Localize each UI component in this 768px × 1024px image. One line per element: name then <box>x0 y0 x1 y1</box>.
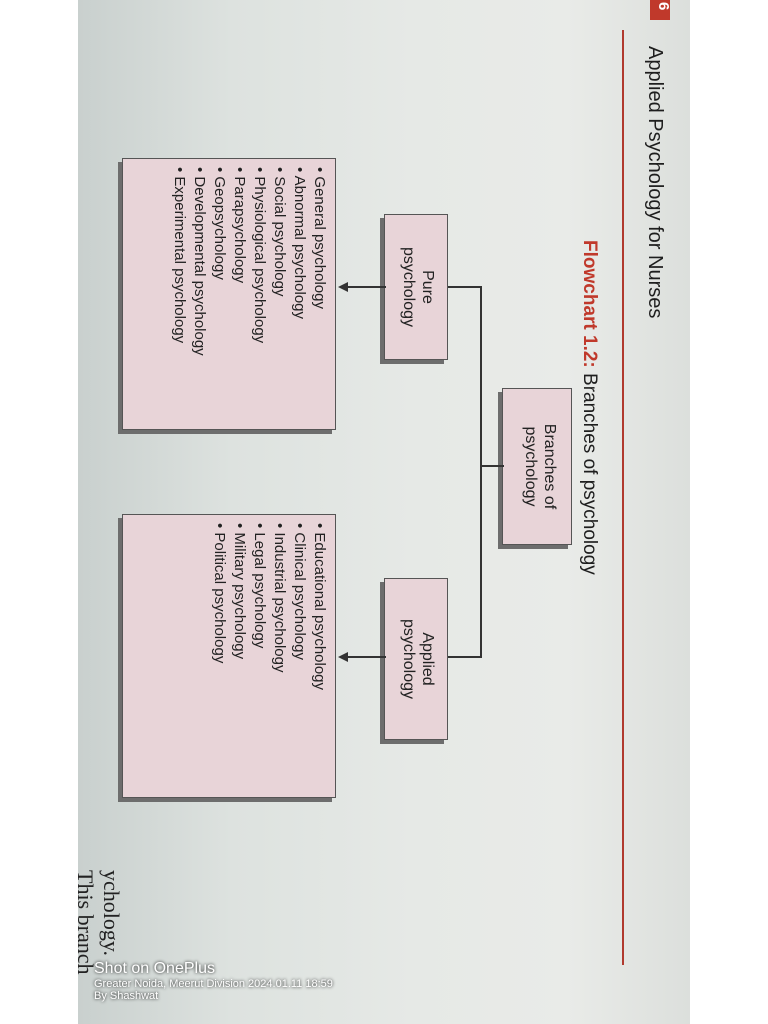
page-number: 6 <box>655 2 672 11</box>
header-rule <box>622 30 624 965</box>
root-stem <box>482 465 504 467</box>
flowchart-caption: Flowchart 1.2: Branches of psychology <box>578 240 600 575</box>
list-item: • General psychology <box>311 167 328 309</box>
list-item: • Parapsychology <box>231 167 248 284</box>
root-node: Branches of psychology <box>502 388 572 545</box>
rotated-book-page: 6 Applied Psychology for Nurses Flowchar… <box>73 0 672 990</box>
applied-arrow-icon <box>338 652 348 662</box>
list-item: • Geopsychology <box>211 167 228 280</box>
list-item: • Legal psychology <box>251 523 268 649</box>
branch-bar <box>480 286 482 656</box>
list-item: • Developmental psychology <box>191 167 208 356</box>
pure-psychology-label: Pure psychology <box>400 246 436 328</box>
list-item: • Educational psychology <box>311 523 328 691</box>
pure-psychology-list: • General psychology• Abnormal psycholog… <box>122 158 336 430</box>
photo-left-margin <box>0 0 78 1024</box>
pure-psychology-node: Pure psychology <box>384 214 448 360</box>
flowchart-label: Flowchart 1.2: <box>579 240 600 368</box>
pure-drop <box>346 286 386 288</box>
list-item: • Abnormal psychology <box>291 167 308 319</box>
applied-drop <box>346 656 386 658</box>
camera-watermark: Shot on OnePlus Greater Noida, Meerut Di… <box>94 960 333 1002</box>
list-item: • Physiological psychology <box>251 167 268 344</box>
list-item: • Military psychology <box>231 523 248 660</box>
flowchart-title: Branches of psychology <box>579 373 600 575</box>
watermark-brand: Shot on OnePlus <box>94 960 215 977</box>
book-title: Applied Psychology for Nurses <box>644 46 666 319</box>
applied-psychology-label: Applied psychology <box>400 618 436 700</box>
list-item: • Industrial psychology <box>271 523 288 673</box>
applied-psychology-node: Applied psychology <box>384 578 448 740</box>
watermark-location-time: Greater Noida, Meerut Division 2024.01.1… <box>94 978 333 990</box>
list-item: • Political psychology <box>211 523 228 664</box>
root-node-label: Branches of psychology <box>522 423 558 510</box>
list-item: • Clinical psychology <box>291 523 308 660</box>
list-item: • Experimental psychology <box>171 167 188 344</box>
watermark-author: By Shashwat <box>94 990 159 1002</box>
list-item: • Social psychology <box>271 167 288 297</box>
applied-list-items: • Educational psychology• Clinical psych… <box>203 515 335 797</box>
applied-psychology-list: • Educational psychology• Clinical psych… <box>122 514 336 798</box>
pure-list-items: • General psychology• Abnormal psycholog… <box>163 159 335 429</box>
photo-right-margin <box>690 0 768 1024</box>
page-number-badge: 6 <box>650 0 672 20</box>
pure-arrow-icon <box>338 282 348 292</box>
